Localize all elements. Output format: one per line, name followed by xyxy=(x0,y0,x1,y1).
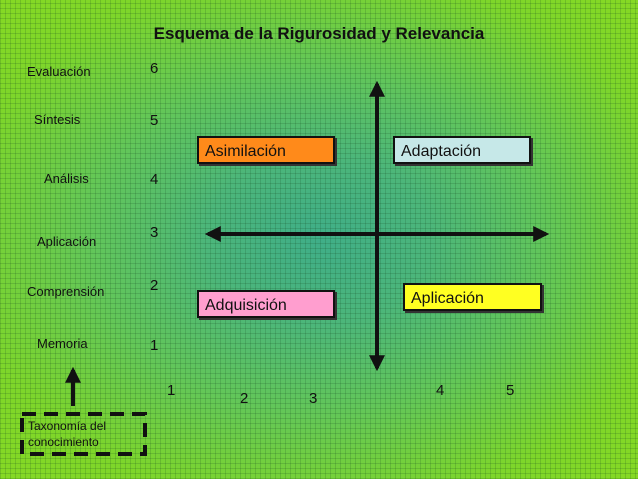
level-analisis: Análisis xyxy=(44,171,89,186)
quadrant-asimilacion-label: Asimilación xyxy=(205,143,286,160)
quadrant-adaptacion: Adaptación xyxy=(393,136,531,164)
quadrant-aplicacion: Aplicación xyxy=(403,283,542,311)
x-number-5: 5 xyxy=(506,382,515,399)
x-number-1: 1 xyxy=(167,382,176,399)
diagram-title: Esquema de la Rigurosidad y Relevancia xyxy=(153,24,485,43)
quadrant-adquisicion: Adquisición xyxy=(197,290,335,318)
taxonomy-label: Taxonomía del conocimiento xyxy=(28,419,107,449)
level-memoria: Memoria xyxy=(37,336,88,351)
quadrant-asimilacion: Asimilación xyxy=(197,136,335,164)
x-number-4: 4 xyxy=(436,382,445,399)
y-number-2: 2 xyxy=(150,277,159,294)
y-number-4: 4 xyxy=(150,171,159,188)
y-number-1: 1 xyxy=(150,337,159,354)
level-comprension: Comprensión xyxy=(27,284,105,299)
quadrant-adaptacion-label: Adaptación xyxy=(401,143,482,160)
y-number-6: 6 xyxy=(150,60,159,77)
level-sintesis: Síntesis xyxy=(34,112,81,127)
x-number-3: 3 xyxy=(309,390,318,407)
taxonomy-dashed-box xyxy=(20,412,147,456)
level-aplicacion: Aplicación xyxy=(37,234,97,249)
quadrant-aplicacion-label: Aplicación xyxy=(411,290,484,307)
level-evaluacion: Evaluación xyxy=(27,64,91,79)
y-number-3: 3 xyxy=(150,224,159,241)
y-number-5: 5 xyxy=(150,112,159,129)
quadrant-adquisicion-label: Adquisición xyxy=(205,297,287,314)
x-number-2: 2 xyxy=(240,390,249,407)
